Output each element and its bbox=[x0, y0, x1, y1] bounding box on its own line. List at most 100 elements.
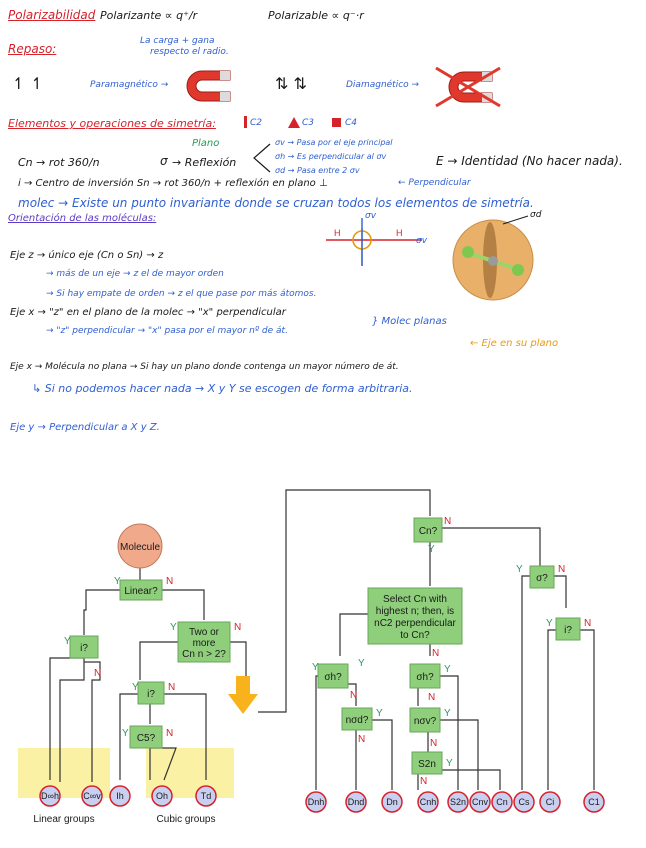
c5-box bbox=[129, 725, 163, 749]
c4-symbol bbox=[332, 118, 341, 127]
terminal-d-inf-h: D∞h bbox=[39, 785, 61, 807]
c2-symbol bbox=[244, 116, 247, 128]
sigma-symbol: σ bbox=[160, 154, 168, 168]
c5-label: C5? bbox=[137, 733, 156, 744]
down-arrow-icon bbox=[228, 676, 258, 714]
terminal-td: Td bbox=[195, 785, 217, 807]
yes-label: Y bbox=[64, 636, 71, 647]
repaso-title: Repaso: bbox=[8, 42, 57, 56]
polarizante-formula: Polarizante ∝ q⁺/r bbox=[100, 9, 198, 22]
c2-label: C2 bbox=[250, 118, 263, 128]
eje-z-line1: Eje z → único eje (Cn o Sn) → z bbox=[10, 250, 164, 261]
terminal-c-inf-v: C∞v bbox=[81, 785, 103, 807]
select-line3: nC2 perpendicular bbox=[374, 618, 456, 629]
eje-x-line2: → "z" perpendicular → "x" pasa por el ma… bbox=[46, 326, 288, 336]
terminal-cn: Cn bbox=[491, 791, 513, 813]
terminal-dn: Dn bbox=[381, 791, 403, 813]
no-label: N bbox=[358, 734, 365, 745]
cn-label: Cn? bbox=[419, 526, 438, 537]
perpendicular-note: ← Perpendicular bbox=[398, 178, 471, 188]
no-label: N bbox=[166, 728, 173, 739]
svg-text:H: H bbox=[334, 228, 341, 238]
sigma-d-desc: σd → Pasa entre 2 σv bbox=[275, 166, 360, 175]
svg-text:Cs: Cs bbox=[519, 797, 530, 807]
svg-text:Td: Td bbox=[201, 791, 212, 801]
no-label: N bbox=[430, 738, 437, 749]
c4-label: C4 bbox=[345, 118, 358, 128]
sigma-v-top-label: σv bbox=[365, 211, 377, 221]
diamagnetic-label: Diamagnético → bbox=[346, 80, 420, 90]
sigma-right-label: σ? bbox=[536, 573, 548, 584]
carga-note-1: La carga + gana bbox=[140, 36, 215, 46]
magnet-icon bbox=[186, 70, 231, 102]
cubic-groups-label: Cubic groups bbox=[157, 814, 216, 825]
terminal-cnh: Cnh bbox=[417, 791, 439, 813]
n-sigma-v-box bbox=[409, 707, 441, 733]
sigma-right-box bbox=[529, 565, 555, 589]
cn-rotation: Cn → rot 360/n bbox=[18, 156, 100, 169]
inversion-desc: i → Centro de inversión Sn → rot 360/n +… bbox=[18, 178, 328, 189]
svg-text:H: H bbox=[396, 228, 403, 238]
i-mid-box bbox=[137, 681, 165, 705]
select-cn-box bbox=[367, 587, 463, 645]
plano-label: Plano bbox=[192, 138, 220, 149]
polarizabilidad-title: Polarizabilidad bbox=[8, 8, 96, 22]
n-sigma-v-label: nσv? bbox=[414, 716, 437, 727]
diamagnetic-arrows: ⇅ ⇅ bbox=[275, 74, 307, 93]
molecule-node bbox=[117, 523, 163, 569]
molec-planas-note: } Molec planas bbox=[372, 316, 447, 327]
yes-label: Y bbox=[444, 708, 451, 719]
cn-box bbox=[413, 517, 443, 543]
elementos-title: Elementos y operaciones de simetría: bbox=[8, 117, 216, 130]
terminal-s2n: S2n bbox=[447, 791, 469, 813]
svg-text:C1: C1 bbox=[588, 797, 600, 807]
two-or-more-line1: Two or bbox=[189, 627, 220, 638]
eje-y-line: Eje y → Perpendicular a X y Z. bbox=[10, 422, 160, 433]
molecule-sphere-image bbox=[452, 215, 534, 301]
eje-z-line3: → Si hay empate de orden → z el que pase… bbox=[46, 289, 317, 299]
reflexion-label: → Reflexión bbox=[172, 156, 237, 169]
no-label: N bbox=[420, 776, 427, 787]
crossed-magnet-icon bbox=[435, 66, 501, 108]
c3-label: C3 bbox=[302, 118, 315, 128]
linear-groups-label: Linear groups bbox=[33, 814, 94, 825]
orientacion-title: Orientación de las moléculas: bbox=[8, 213, 157, 224]
plane-sketch: H H bbox=[326, 218, 422, 266]
sigma-h-left-label: σh? bbox=[324, 672, 342, 683]
eje-x-line3: Eje x → Molécula no plana → Si hay un pl… bbox=[10, 362, 399, 372]
c3-symbol bbox=[288, 117, 300, 128]
paramagnetic-arrows: ↿ ↿ bbox=[12, 74, 44, 93]
carga-note-2: respecto el radio. bbox=[150, 47, 229, 57]
svg-text:C∞v: C∞v bbox=[83, 791, 101, 801]
svg-text:Cnh: Cnh bbox=[420, 797, 437, 807]
eje-x-line4: ↳ Si no podemos hacer nada → X y Y se es… bbox=[32, 382, 413, 395]
svg-text:Cn: Cn bbox=[496, 797, 508, 807]
sigma-v-side-label: σv bbox=[416, 236, 428, 246]
terminal-ih: Ih bbox=[109, 785, 131, 807]
two-or-more-box bbox=[177, 621, 231, 663]
i-right-label: i? bbox=[564, 625, 572, 636]
terminal-dnh: Dnh bbox=[305, 791, 327, 813]
molecule-label: Molecule bbox=[120, 542, 160, 553]
n-sigma-d-label: nσd? bbox=[346, 715, 369, 726]
no-label: N bbox=[94, 668, 101, 679]
i-mid-label: i? bbox=[147, 689, 155, 700]
yes-label: Y bbox=[132, 682, 139, 693]
terminal-c1: C1 bbox=[583, 791, 605, 813]
no-label: N bbox=[234, 622, 241, 633]
yes-label: Y bbox=[358, 658, 365, 669]
svg-text:Oh: Oh bbox=[156, 791, 168, 801]
sigma-h-desc: σh → Es perpendicular al σv bbox=[275, 152, 387, 161]
terminal-ci: Ci bbox=[539, 791, 561, 813]
s2n-label: S2n bbox=[418, 759, 436, 770]
no-label: N bbox=[166, 576, 173, 587]
svg-text:D∞h: D∞h bbox=[41, 791, 59, 801]
eje-plano-note: ← Eje en su plano bbox=[470, 338, 559, 349]
no-label: N bbox=[428, 692, 435, 703]
yes-label: Y bbox=[170, 622, 177, 633]
terminal-oh: Oh bbox=[151, 785, 173, 807]
svg-text:Cnv: Cnv bbox=[472, 797, 489, 807]
sigma-d-label: σd bbox=[530, 210, 542, 220]
sigma-h-right-box bbox=[409, 663, 441, 689]
no-label: N bbox=[584, 618, 591, 629]
